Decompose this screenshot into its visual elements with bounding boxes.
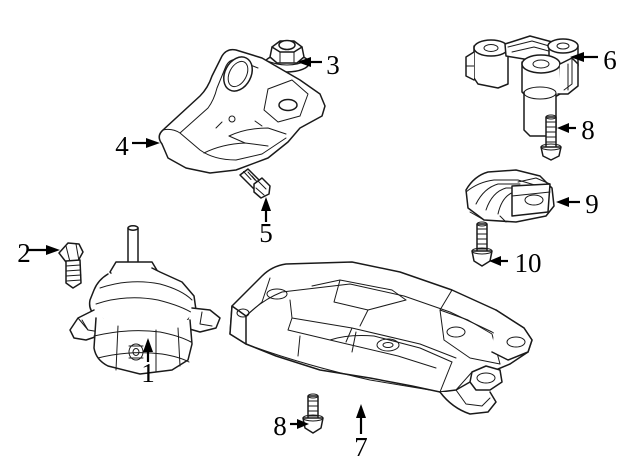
- part-bolt-8-lower: [302, 393, 324, 434]
- callout-label-5: 5: [259, 218, 273, 248]
- callout-4: 4: [115, 131, 160, 161]
- callout-label-1: 1: [141, 358, 155, 388]
- callout-8-lower: 8: [273, 411, 309, 441]
- callout-label-4: 4: [115, 131, 129, 161]
- callout-6: 6: [570, 45, 617, 75]
- part-bolt-8-upper: [540, 114, 562, 161]
- callout-label-10: 10: [515, 248, 542, 278]
- callout-label-7: 7: [354, 432, 368, 462]
- callout-2: 2: [17, 238, 60, 268]
- callout-3: 3: [297, 50, 340, 80]
- callout-5: 5: [259, 197, 273, 248]
- part-transmission-mount-9: [465, 169, 555, 223]
- part-bolt-2: [58, 242, 84, 289]
- part-transmission-bracket-6: [465, 35, 579, 137]
- part-bolt-5: [239, 168, 271, 199]
- part-engine-mount-bracket-4: [158, 48, 326, 174]
- callout-9: 9: [556, 189, 599, 219]
- callout-8-upper: 8: [557, 115, 595, 145]
- part-transmission-crossmember-7: [229, 261, 533, 415]
- callout-7: 7: [354, 404, 368, 462]
- callout-label-8-lower: 8: [273, 411, 287, 441]
- callout-label-6: 6: [603, 45, 617, 75]
- callout-label-8-upper: 8: [581, 115, 595, 145]
- callout-label-3: 3: [326, 50, 340, 80]
- callout-1: 1: [141, 338, 155, 388]
- callout-label-9: 9: [585, 189, 599, 219]
- callout-label-2: 2: [17, 238, 31, 268]
- callout-10: 10: [489, 248, 542, 278]
- part-bolt-10: [471, 221, 493, 267]
- part-engine-mount-left: [69, 225, 221, 375]
